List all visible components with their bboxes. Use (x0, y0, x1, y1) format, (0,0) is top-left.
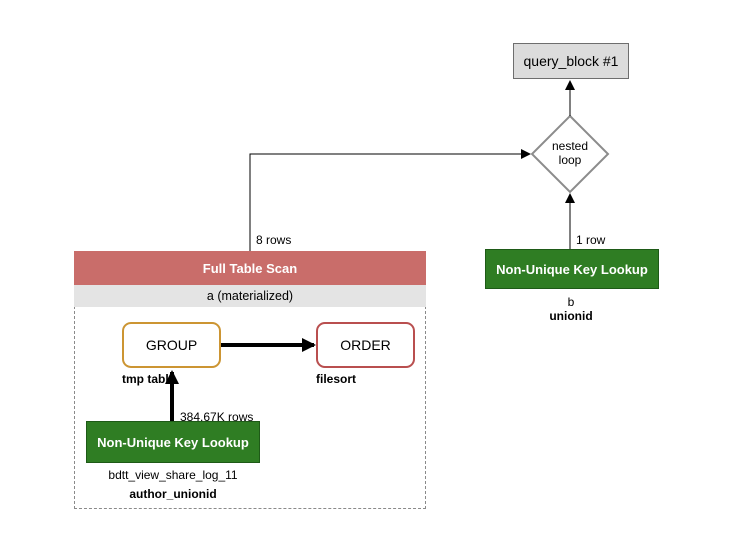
inner-lookup-table: bdtt_view_share_log_11 (108, 468, 238, 482)
inner-lookup-key: author_unionid (129, 487, 217, 501)
group-node[interactable]: GROUP (122, 322, 221, 368)
right-lookup-node[interactable]: Non-Unique Key Lookup (485, 249, 659, 289)
right-lookup-table: b (567, 295, 575, 309)
scan-rows-label: 8 rows (256, 233, 292, 247)
inner-lookup-node[interactable]: Non-Unique Key Lookup (86, 421, 260, 463)
edge-scan-to-loop (249, 149, 531, 251)
right-lookup-key: unionid (549, 309, 593, 323)
inner-rows-label: 384.67K rows (180, 410, 254, 424)
nested-loop-label: nested loop (532, 139, 608, 169)
right-rows-label: 1 row (576, 233, 606, 247)
order-node[interactable]: ORDER (316, 322, 415, 368)
query-block-node[interactable]: query_block #1 (513, 43, 629, 79)
query-block-label: query_block #1 (523, 53, 619, 69)
right-lookup-label: Non-Unique Key Lookup (496, 261, 648, 277)
nested-loop-diamond[interactable] (530, 114, 610, 194)
inner-lookup-label: Non-Unique Key Lookup (97, 434, 249, 450)
order-label: ORDER (340, 337, 391, 353)
full-scan-table-label: a (materialized) (206, 289, 294, 303)
order-sublabel: filesort (316, 372, 357, 386)
nested-loop-line2: loop (558, 153, 582, 167)
group-label: GROUP (145, 337, 198, 353)
full-scan-header[interactable]: Full Table Scan (74, 251, 426, 285)
full-scan-table: a (materialized) (74, 285, 426, 307)
nested-loop-line1: nested (551, 139, 589, 153)
group-sublabel: tmp table (122, 372, 176, 386)
full-scan-label: Full Table Scan (202, 260, 298, 276)
